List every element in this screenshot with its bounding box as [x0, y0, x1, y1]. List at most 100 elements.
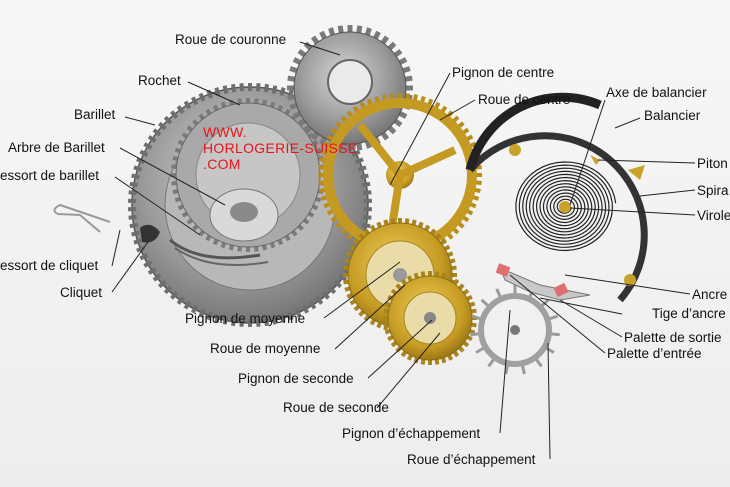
- gear-tooth: [255, 83, 261, 92]
- gear-tooth: [183, 300, 192, 310]
- gear-tooth: [279, 87, 286, 96]
- gear-tooth: [333, 279, 343, 289]
- gear-tooth: [163, 285, 173, 295]
- watermark-line1: WWW.: [203, 124, 247, 140]
- gear-tooth: [152, 128, 162, 137]
- gear-tooth: [363, 190, 372, 196]
- gear-tooth: [361, 181, 371, 188]
- label-roue-de-centre: Roue de centre: [478, 92, 571, 107]
- arbre-de-barillet: [209, 188, 279, 242]
- gear-tooth: [131, 173, 140, 180]
- gear-tooth: [147, 135, 157, 143]
- gear-tooth: [347, 141, 353, 151]
- gear-tooth: [163, 115, 173, 125]
- gear-tooth: [176, 296, 185, 305]
- gear-tooth: [248, 319, 252, 327]
- spiral-coil: [515, 161, 617, 252]
- gear-tooth: [363, 214, 372, 220]
- spiral: [515, 161, 617, 252]
- gear-tooth: [513, 285, 517, 297]
- label-pignon-de-centre: Pignon de centre: [452, 65, 555, 80]
- label-axe-de-balancier: Axe de balancier: [606, 85, 707, 100]
- gear-tooth: [136, 245, 146, 253]
- gear-tooth: [279, 314, 286, 323]
- label-ancre: Ancre: [692, 287, 728, 302]
- roue-de-seconde: [383, 271, 477, 365]
- label-cliquet: Cliquet: [60, 285, 103, 300]
- label-spiral: Spira: [697, 183, 729, 198]
- gear-tooth: [129, 222, 139, 229]
- gear-tooth: [198, 308, 206, 318]
- gear-tooth: [206, 89, 213, 99]
- label-pignon-de-moyenne: Pignon de moyenne: [185, 311, 306, 326]
- gear-tooth: [128, 190, 137, 196]
- label-ressort-de-cliquet: essort de cliquet: [0, 258, 99, 273]
- virole: [559, 201, 571, 213]
- roue-dechappement: [470, 285, 560, 375]
- gear-tooth: [231, 83, 237, 93]
- ressort-de-barillet: [169, 238, 269, 266]
- roue-de-couronne: [287, 25, 413, 151]
- label-pignon-dechappement: Pignon d’échappement: [342, 426, 481, 441]
- label-piton: Piton: [697, 156, 728, 171]
- gear-tooth: [428, 271, 432, 279]
- gear-tooth: [183, 100, 192, 110]
- ressort-de-cliquet: [53, 203, 111, 233]
- gear-tooth: [357, 165, 367, 172]
- label-roue-de-couronne: Roue de couronne: [175, 32, 287, 47]
- gear-tooth: [133, 238, 143, 245]
- label-roue-de-seconde: Roue de seconde: [283, 400, 389, 415]
- gear-tooth: [398, 93, 402, 101]
- gear-tooth: [214, 314, 221, 323]
- label-barillet: Barillet: [74, 107, 116, 122]
- gear-tooth: [308, 300, 317, 310]
- gear-tooth: [271, 85, 278, 94]
- gear-tooth: [363, 198, 372, 204]
- gear-tooth: [222, 85, 229, 94]
- gear-tooth: [239, 318, 245, 327]
- gear-tooth: [128, 206, 137, 212]
- watermark-line3: .COM: [203, 156, 241, 172]
- gear-tooth: [315, 296, 324, 305]
- gear-tooth: [246, 98, 250, 106]
- gear-tooth: [170, 110, 179, 119]
- gear-tooth: [157, 121, 167, 131]
- gear-tooth: [222, 316, 229, 325]
- label-palette-dentree: Palette d’entrée: [607, 346, 702, 361]
- cliquet: [140, 224, 160, 243]
- gear-tooth: [246, 244, 250, 252]
- gear-tooth: [157, 279, 167, 289]
- gear-tooth: [128, 214, 137, 220]
- gear-tooth: [248, 83, 252, 91]
- gear-tooth: [327, 285, 337, 295]
- ancre: [495, 263, 591, 301]
- gear-tooth: [301, 304, 310, 314]
- gear-tooth: [294, 308, 302, 318]
- gear-tooth: [139, 149, 149, 157]
- gear-tooth: [287, 311, 294, 321]
- gear-tooth: [190, 304, 199, 314]
- label-ressort-de-barillet: essort de barillet: [0, 168, 100, 183]
- gear-tooth: [128, 198, 137, 204]
- gear-tooth: [347, 25, 353, 35]
- gear-tooth: [398, 218, 402, 226]
- gear-tooth: [147, 267, 157, 275]
- gear-tooth: [131, 230, 140, 237]
- label-roue-de-moyenne: Roue de moyenne: [210, 341, 321, 356]
- gear-tooth: [363, 206, 372, 212]
- gear-tooth: [129, 181, 139, 188]
- gear-tooth: [338, 273, 348, 282]
- gear-tooth: [206, 311, 213, 321]
- label-tige-dancre: Tige d’ancre: [652, 306, 726, 321]
- gear-tooth: [321, 291, 330, 300]
- gear-tooth: [360, 173, 369, 180]
- gear-tooth: [133, 165, 143, 172]
- gear-tooth: [354, 157, 364, 165]
- piton: [590, 155, 645, 180]
- gear-tooth: [143, 142, 153, 150]
- watermark-line2: HORLOGERIE-SUISSE: [203, 140, 358, 156]
- gear-tooth: [136, 157, 146, 165]
- gear-tooth: [190, 96, 199, 106]
